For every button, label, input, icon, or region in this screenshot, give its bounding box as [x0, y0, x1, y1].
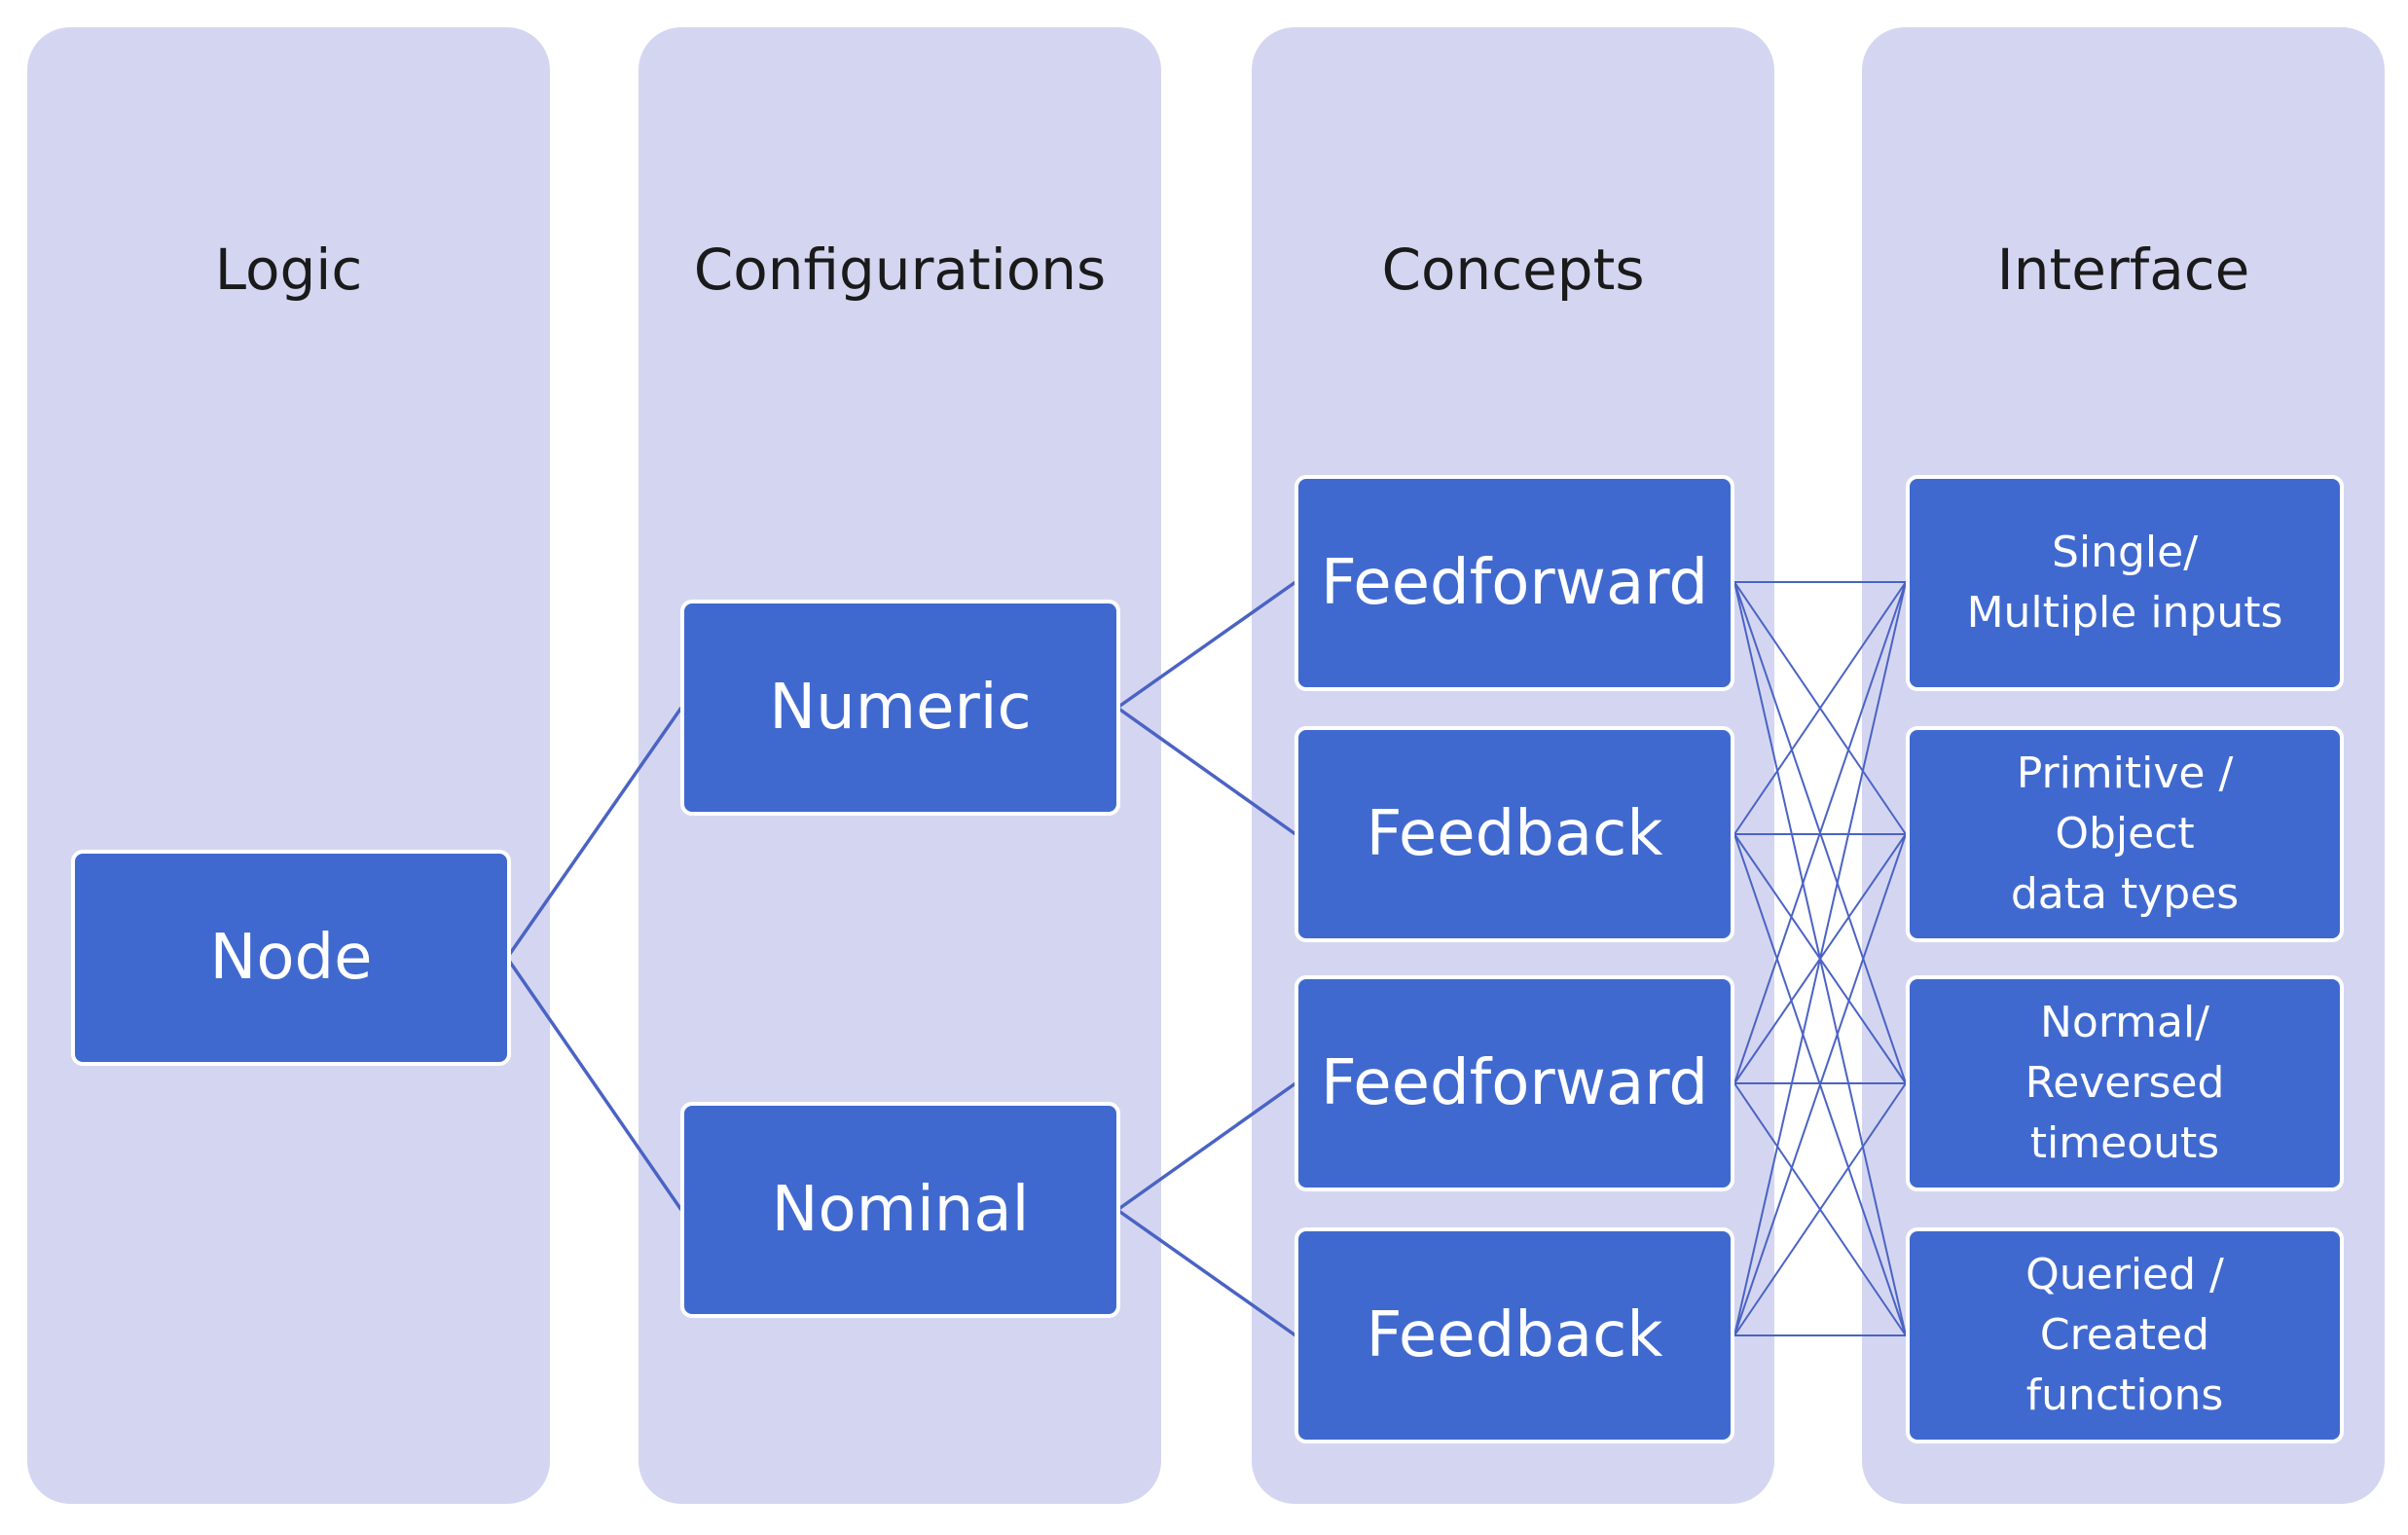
node-box: Node	[71, 850, 511, 1066]
feedforward-box-2: Feedforward	[1295, 975, 1734, 1191]
feedback-box-2: Feedback	[1295, 1227, 1734, 1444]
interface-line: Multiple inputs	[1966, 588, 2283, 638]
interface-box-functions: Queried / Created functions	[1906, 1227, 2344, 1444]
interface-line: Single/	[2051, 528, 2199, 577]
interface-line: Created	[2039, 1310, 2210, 1360]
interface-line: Primitive /	[2016, 749, 2234, 798]
interface-title: Interface	[1996, 237, 2250, 303]
nominal-box: Nominal	[680, 1102, 1120, 1318]
interface-line: data types	[2010, 869, 2240, 919]
numeric-box: Numeric	[680, 600, 1120, 816]
interface-line: Queried /	[2025, 1250, 2224, 1299]
interface-line: Normal/	[2039, 998, 2210, 1047]
configurations-title: Configurations	[693, 237, 1107, 303]
logic-column: Logic	[27, 27, 550, 1504]
concepts-title: Concepts	[1381, 237, 1645, 303]
interface-line: functions	[2025, 1371, 2224, 1420]
interface-box-data-types: Primitive / Object data types	[1906, 726, 2344, 942]
interface-line: Reversed	[2025, 1058, 2225, 1108]
interface-line: timeouts	[2029, 1118, 2220, 1168]
interface-box-inputs: Single/ Multiple inputs	[1906, 475, 2344, 691]
interface-box-timeouts: Normal/ Reversed timeouts	[1906, 975, 2344, 1191]
logic-title: Logic	[214, 237, 363, 303]
interface-line: Object	[2055, 809, 2195, 859]
feedback-box-1: Feedback	[1295, 726, 1734, 942]
feedforward-box-1: Feedforward	[1295, 475, 1734, 691]
